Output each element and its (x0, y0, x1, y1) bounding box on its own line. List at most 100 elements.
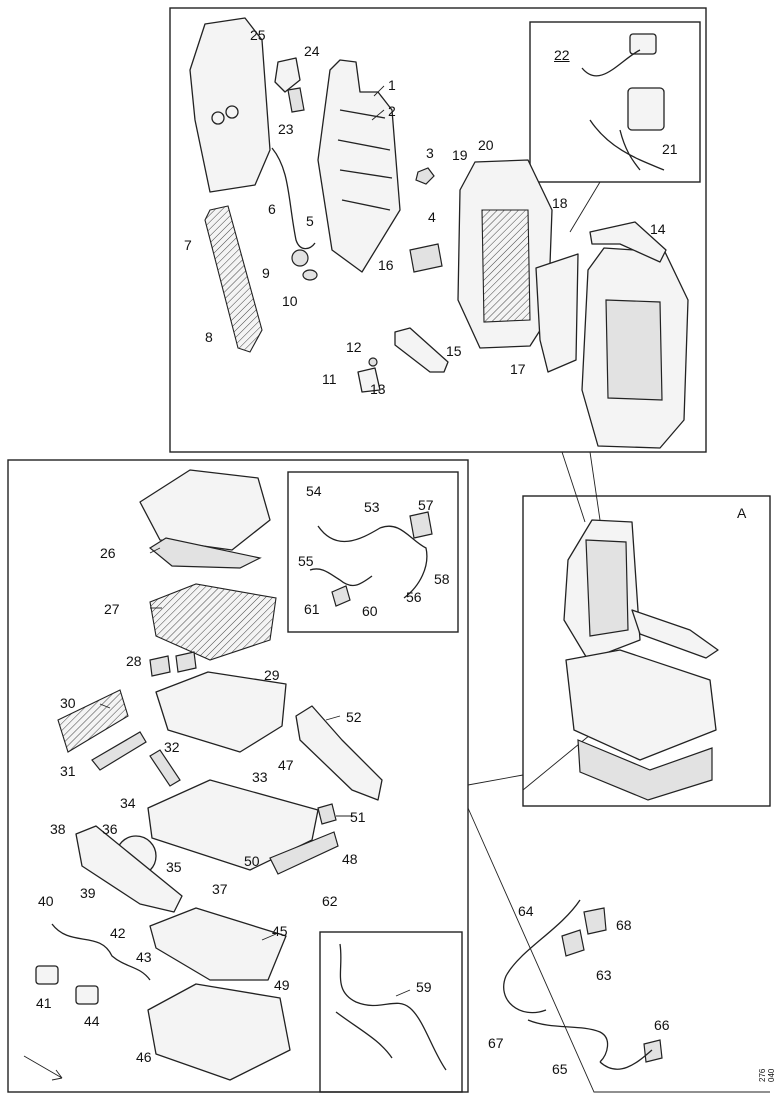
part-label-30: 30 (60, 695, 76, 711)
part-label-17: 17 (510, 361, 526, 377)
wiring-22 (581, 49, 665, 171)
trim-30 (57, 689, 129, 753)
part-label-3: 3 (426, 145, 434, 161)
side-cover-52 (295, 705, 383, 801)
seat-belt-buckle-arm (204, 205, 263, 353)
bowden-cable-6 (271, 147, 316, 250)
part-label-64: 64 (518, 903, 534, 919)
harness-40 (51, 923, 151, 981)
armrest-13 (394, 327, 449, 373)
part-label-67: 67 (488, 1035, 504, 1051)
part-label-6: 6 (268, 201, 276, 217)
part-label-62: 62 (322, 893, 338, 909)
part-label-47: 47 (278, 757, 294, 773)
backrest-cover-panel (189, 17, 271, 193)
part-label-25: 25 (250, 27, 266, 43)
heater-26 (148, 537, 262, 569)
part-label-14: 14 (650, 221, 666, 237)
part-label-58: 58 (434, 571, 450, 587)
overview-frame (522, 495, 771, 807)
part-label-39: 39 (80, 885, 96, 901)
connector-68 (583, 907, 607, 935)
frame-34 (147, 779, 319, 871)
part-label-38: 38 (50, 821, 66, 837)
part-label-8: 8 (205, 329, 213, 345)
part-label-60: 60 (362, 603, 378, 619)
sensor-44 (75, 985, 99, 1005)
leader-lines (99, 85, 411, 997)
wiring-55 (309, 568, 373, 587)
knob-51 (317, 803, 337, 825)
part-label-16: 16 (378, 257, 394, 273)
part-label-34: 34 (120, 795, 136, 811)
part-label-52: 52 (346, 709, 362, 725)
part-label-10: 10 (282, 293, 298, 309)
part-label-35: 35 (166, 859, 182, 875)
part-label-66: 66 (654, 1017, 670, 1033)
part-label-42: 42 (110, 925, 126, 941)
part-label-48: 48 (342, 851, 358, 867)
bracket-23 (287, 87, 305, 113)
seat-pan-29 (155, 671, 287, 753)
clip-28a (149, 655, 171, 677)
part-label-22: 22 (554, 47, 570, 63)
part-label-61: 61 (304, 601, 320, 617)
part-label-68: 68 (616, 917, 632, 933)
clip-28b (175, 651, 197, 673)
part-label-49: 49 (274, 977, 290, 993)
heater-pad-21 (627, 87, 665, 131)
panel-label-a: A (737, 505, 747, 521)
part-label-27: 27 (104, 601, 120, 617)
connector-66 (643, 1039, 663, 1063)
part-label-28: 28 (126, 653, 142, 669)
connector-41 (35, 965, 59, 985)
bushing-10 (302, 269, 318, 281)
part-label-7: 7 (184, 237, 192, 253)
rail-45 (149, 907, 287, 981)
part-label-31: 31 (60, 763, 76, 779)
part-label-56: 56 (406, 589, 422, 605)
part-label-12: 12 (346, 339, 362, 355)
part-label-26: 26 (100, 545, 116, 561)
lumbar-knob (415, 167, 435, 185)
top-frame (169, 7, 707, 453)
connector-61 (331, 585, 351, 607)
part-label-41: 41 (36, 995, 52, 1011)
bracket-48 (269, 831, 339, 875)
bottom-frame (7, 459, 469, 1093)
part-label-20: 20 (478, 137, 494, 153)
cover-11 (357, 367, 381, 393)
part-label-53: 53 (364, 499, 380, 515)
module-57 (409, 511, 433, 539)
spring-32 (149, 749, 181, 787)
seat-cushion-top (139, 469, 271, 551)
direction-arrow (23, 1055, 63, 1081)
wiring-inset-top (529, 21, 701, 183)
wiring-53 (317, 525, 428, 599)
skirt-46 (147, 983, 291, 1081)
wiring-59 (339, 943, 447, 1071)
part-label-23: 23 (278, 121, 294, 137)
base-38 (75, 825, 183, 913)
sensor-22 (629, 33, 657, 55)
part-label-55: 55 (298, 553, 314, 569)
part-label-19: 19 (452, 147, 468, 163)
backrest-panel-17 (535, 253, 579, 373)
wiring-inset-left (287, 471, 459, 633)
part-label-54: 54 (306, 483, 322, 499)
hinge-16 (409, 243, 443, 273)
part-label-5: 5 (306, 213, 314, 229)
headrest-cap (274, 57, 301, 93)
part-label-11: 11 (322, 371, 337, 387)
part-label-2: 2 (388, 103, 396, 119)
armrest-14 (589, 221, 667, 263)
part-label-59: 59 (416, 979, 432, 995)
backrest-stripe (605, 299, 663, 401)
drawing-reference: 276 040 (758, 1068, 776, 1082)
part-label-21: 21 (662, 141, 678, 157)
part-label-50: 50 (244, 853, 260, 869)
part-label-36: 36 (102, 821, 118, 837)
connector-63 (561, 929, 585, 957)
part-label-46: 46 (136, 1049, 152, 1065)
